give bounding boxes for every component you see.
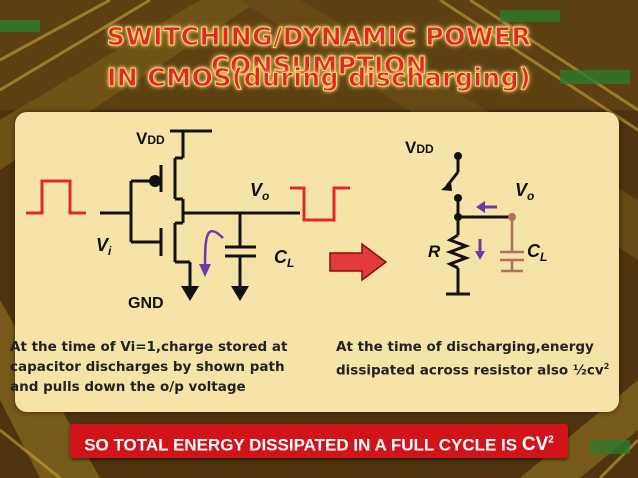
switch-arrow [441, 181, 452, 191]
svg-text:VDD: VDD [405, 138, 434, 157]
cmos-inverter [100, 129, 300, 286]
right-caption: At the time of discharging,energy dissip… [336, 339, 610, 379]
svg-text:Vo: Vo [250, 180, 269, 203]
cap-ground-arrow [231, 286, 249, 301]
svg-text:VDD: VDD [136, 129, 165, 148]
left-caption: At the time of Vi=1,charge stored at cap… [10, 339, 288, 395]
pmos-gate-bubble [149, 175, 161, 187]
vdd-node [454, 152, 462, 160]
slide-title-line-2: IN CMOS(during discharging) [106, 63, 532, 93]
junction-node [454, 213, 462, 221]
svg-text:CL: CL [274, 247, 294, 270]
output-pulse-waveform [290, 186, 350, 222]
switch-node [454, 194, 462, 202]
faded-capacitor [500, 217, 524, 273]
content-panel [15, 112, 619, 412]
svg-text:Vo: Vo [515, 180, 534, 203]
input-pulse-waveform [26, 179, 86, 215]
rc-equivalent-circuit [445, 156, 512, 296]
svg-text:R: R [428, 242, 441, 261]
transition-arrow [329, 242, 388, 282]
svg-text:Vi: Vi [96, 235, 112, 258]
summary-banner: SO TOTAL ENERGY DISSIPATED IN A FULL CYC… [70, 424, 568, 458]
nmos-ground-arrow [181, 286, 199, 301]
discharge-path-arrow [203, 230, 224, 271]
slide-title-line-1: SWITCHING/DYNAMIC POWER CONSUMPTION [106, 22, 532, 81]
svg-text:CL: CL [527, 241, 547, 264]
svg-text:GND: GND [128, 295, 164, 312]
